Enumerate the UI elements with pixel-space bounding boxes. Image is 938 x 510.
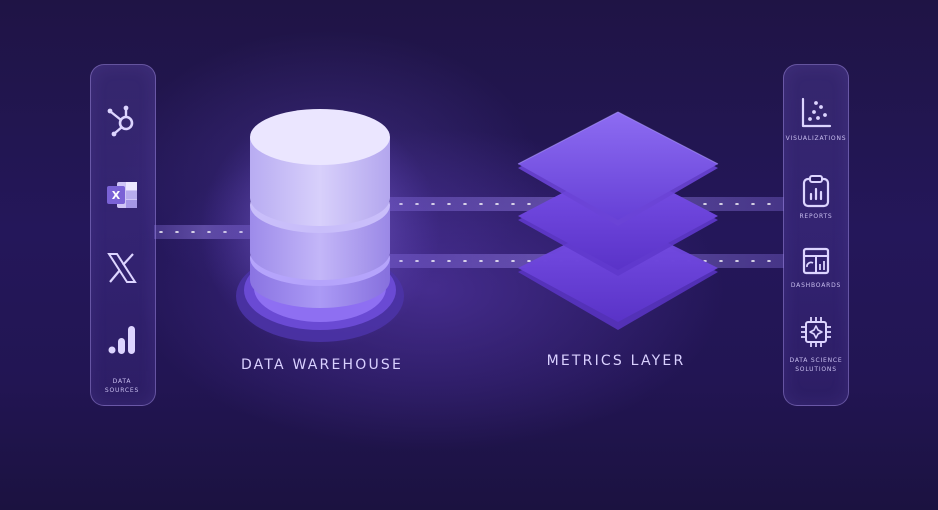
visualizations-label: VISUALIZATIONS	[785, 135, 847, 142]
data-sources-caption-line1: DATA	[112, 378, 132, 385]
dashboard-icon	[798, 243, 834, 279]
metrics-layer-stack	[517, 111, 719, 330]
dashboards-label: DASHBOARDS	[790, 282, 842, 289]
x-icon	[104, 250, 140, 286]
data-sources-caption: DATA SOURCES	[77, 377, 167, 395]
scatter-chart-icon	[798, 95, 834, 131]
data-science-label-line1: DATA SCIENCE	[789, 357, 843, 364]
google-analytics-icon	[104, 322, 140, 358]
hubspot-icon	[104, 102, 140, 138]
svg-text:X: X	[112, 189, 121, 202]
clipboard-report-icon	[798, 173, 834, 209]
data-science-label-line2: SOLUTIONS	[795, 366, 837, 373]
outputs-panel	[783, 64, 849, 406]
cpu-chip-icon	[798, 314, 834, 350]
excel-icon: X	[104, 177, 140, 213]
metrics-layer-label: METRICS LAYER	[546, 353, 686, 369]
dashboards-caption: DASHBOARDS	[771, 281, 861, 290]
reports-label: REPORTS	[799, 213, 833, 220]
reports-caption: REPORTS	[771, 212, 861, 221]
data-science-caption: DATA SCIENCE SOLUTIONS	[771, 356, 861, 374]
data-sources-caption-line2: SOURCES	[104, 387, 140, 394]
visualizations-caption: VISUALIZATIONS	[771, 134, 861, 143]
data-warehouse-cylinder	[236, 109, 404, 342]
data-warehouse-label: DATA WAREHOUSE	[240, 357, 404, 373]
